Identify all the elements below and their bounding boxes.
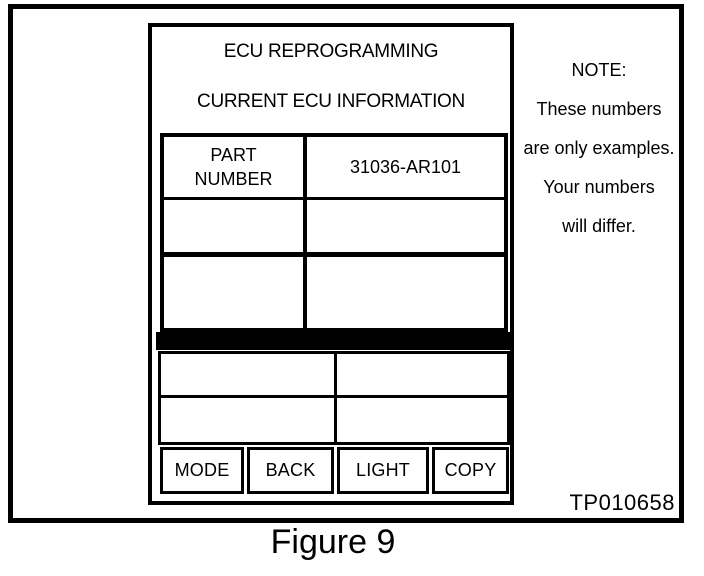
empty-label-cell xyxy=(164,257,307,328)
table-row xyxy=(161,398,507,442)
screen-title: ECU REPROGRAMMING xyxy=(223,41,439,62)
selection-cell xyxy=(337,354,507,395)
part-number-label: PART NUMBER xyxy=(194,145,273,189)
copy-button[interactable]: COPY xyxy=(432,447,509,494)
note-line: are only examples. xyxy=(523,138,675,158)
selection-cell xyxy=(161,398,337,442)
mode-button[interactable]: MODE xyxy=(160,447,244,494)
selected-row-highlight xyxy=(156,332,510,350)
note-line: These numbers xyxy=(536,99,662,119)
table-row xyxy=(164,200,504,257)
consult-screen: ECU REPROGRAMMING CURRENT ECU INFORMATIO… xyxy=(148,23,514,505)
doc-code: TP010658 xyxy=(569,490,675,515)
empty-label-cell xyxy=(164,200,307,252)
part-number-value-cell: 31036-AR101 xyxy=(307,137,504,197)
selection-cell xyxy=(161,354,337,395)
empty-value-cell xyxy=(307,257,504,328)
selection-cell xyxy=(337,398,507,442)
note-heading: NOTE: xyxy=(571,60,627,80)
table-row: PART NUMBER 31036-AR101 xyxy=(164,137,504,200)
note-block: NOTE: These numbers are only examples. Y… xyxy=(514,51,684,246)
back-button[interactable]: BACK xyxy=(247,447,334,494)
empty-value-cell xyxy=(307,200,504,252)
part-number-label-cell: PART NUMBER xyxy=(164,137,307,197)
note-line: will differ. xyxy=(562,216,636,236)
part-number-value: 31036-AR101 xyxy=(349,157,462,177)
note-line: Your numbers xyxy=(543,177,655,197)
screen-subtitle: CURRENT ECU INFORMATION xyxy=(197,91,465,112)
figure-caption: Figure 9 xyxy=(270,523,396,561)
ecu-info-table: PART NUMBER 31036-AR101 xyxy=(160,133,508,332)
table-row xyxy=(164,257,504,328)
table-row xyxy=(161,354,507,398)
selection-table xyxy=(158,351,510,445)
light-button[interactable]: LIGHT xyxy=(337,447,429,494)
figure-border: ECU REPROGRAMMING CURRENT ECU INFORMATIO… xyxy=(8,4,684,523)
